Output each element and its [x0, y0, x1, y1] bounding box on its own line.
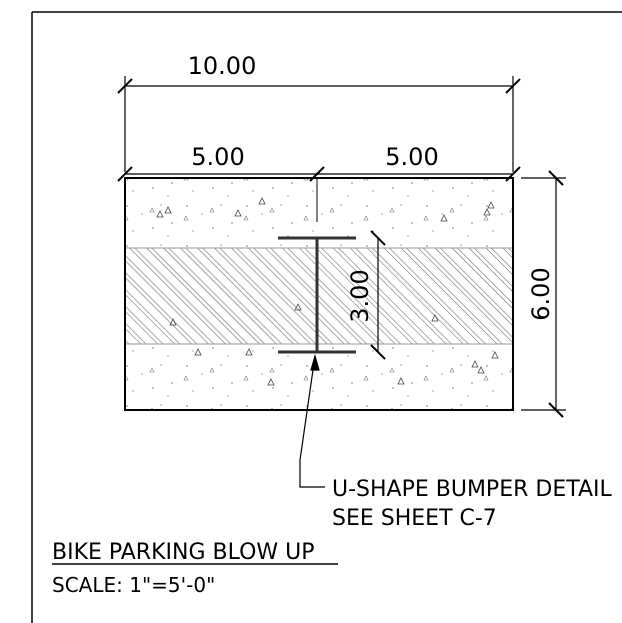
callout-line-1: U-SHAPE BUMPER DETAIL — [332, 477, 612, 502]
dimension-overall-width — [117, 76, 521, 172]
aggregate-marks — [156, 197, 499, 386]
concrete-top-band — [125, 178, 513, 248]
dimension-bumper-length-label: 3.00 — [346, 269, 374, 322]
detail-title: BIKE PARKING BLOW UP — [52, 540, 315, 565]
callout-line-2: SEE SHEET C-7 — [332, 506, 497, 531]
callout-leader — [299, 353, 325, 488]
dimension-overall-height — [521, 170, 566, 418]
parking-pad — [124, 177, 514, 411]
concrete-bottom-band — [125, 344, 513, 410]
hatched-band — [125, 248, 513, 344]
dimension-overall-height-label: 6.00 — [527, 267, 555, 320]
dimension-overall-width-label: 10.00 — [188, 52, 257, 80]
sheet-border — [31, 11, 622, 623]
u-shape-bumper — [278, 178, 356, 354]
dimension-half-widths — [117, 166, 521, 182]
detail-scale: SCALE: 1"=5'-0" — [52, 573, 215, 597]
dimension-bumper-length — [370, 230, 386, 360]
dimension-left-half-label: 5.00 — [191, 143, 244, 171]
dimension-right-half-label: 5.00 — [385, 143, 438, 171]
pad-outline — [124, 177, 514, 411]
